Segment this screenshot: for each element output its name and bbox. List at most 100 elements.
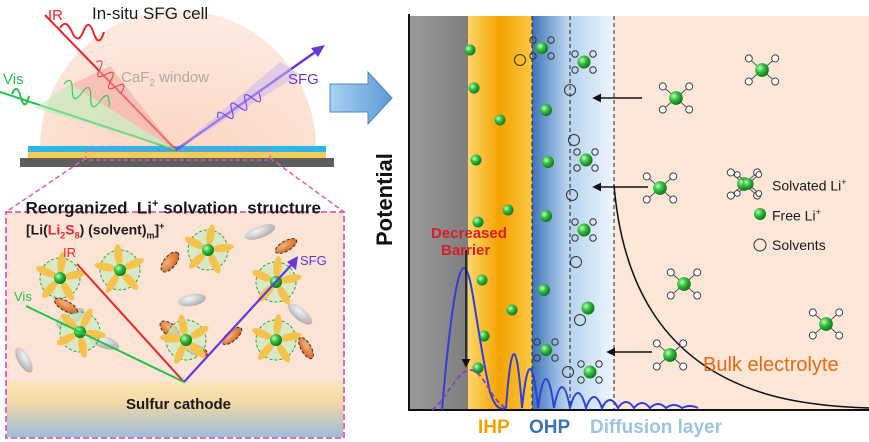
potential-decay-curve [613, 184, 869, 409]
solvent-icon [771, 77, 780, 86]
solvent-ligand [178, 314, 188, 337]
solvent-icon [685, 82, 694, 91]
solvent-ligand [273, 314, 282, 337]
solvent-ligand [252, 270, 273, 282]
window-label: CaF2 window [121, 70, 209, 89]
solvent-icon [574, 314, 586, 326]
solvent-ligand [277, 285, 290, 305]
solvent-icon [595, 360, 603, 368]
ihp-label: IHP [478, 417, 510, 438]
legend-free-text: Free Li [772, 207, 816, 224]
solvent-icon [564, 84, 576, 96]
li-ion-icon [540, 344, 552, 356]
structure-caption-prefix: Reorganized Li [25, 198, 153, 218]
solvent-ligand [36, 266, 57, 278]
li-ion-icon [54, 272, 66, 284]
solvent-ligand [122, 272, 138, 290]
ohp-label: OHP [529, 417, 571, 438]
migration-arrows [592, 93, 652, 357]
solvent-icon [652, 339, 661, 348]
solvent-icon [573, 148, 581, 156]
solvent-ligand [279, 332, 302, 342]
li-ion-icon [468, 82, 480, 94]
li-ion-icon [202, 244, 214, 256]
solvent-icon [533, 338, 541, 346]
solvent-ligand [123, 258, 144, 270]
formula-li: Li [47, 221, 61, 238]
solvent-icon [666, 268, 675, 277]
legend-solvated-sup: + [841, 177, 847, 187]
solvent-ligand [206, 224, 215, 247]
solvent-ligand [277, 343, 290, 363]
inset-molecules [15, 224, 314, 373]
li-ion-icon [472, 216, 484, 228]
zoom-connector-right [269, 157, 345, 213]
solvent-ligand [57, 252, 66, 275]
cathode-layer [28, 152, 326, 158]
inset-sfg-arrowhead [287, 256, 298, 270]
solvent-icon [642, 172, 651, 181]
substrate-label: Sulfur cathode [126, 396, 232, 413]
solvent-icon [755, 171, 763, 178]
li-ion-icon [180, 334, 192, 346]
formula-s: S [65, 221, 75, 238]
li-ion-icon [677, 277, 691, 291]
diffusion-layer-label: Diffusion layer [590, 417, 722, 438]
solvated-li-icon [733, 171, 763, 197]
solvent-ligand [56, 332, 77, 346]
solvent-molecule-icon [244, 224, 276, 240]
legend-free-sup: + [815, 207, 821, 217]
solvent-icon [808, 308, 817, 317]
solvent-icon [733, 171, 741, 178]
solvent-icon [573, 164, 581, 172]
ir-wave-icon [59, 22, 105, 42]
solvent-icon [589, 50, 597, 58]
solvent-icon [568, 134, 580, 146]
solvent-icon [669, 172, 678, 181]
inset-vis-beam [25, 305, 185, 383]
solvation-formula: [Li(Li2S8) (solvent)m]+ [26, 222, 164, 240]
li2s8-icon [274, 238, 298, 254]
solvent-ligand [78, 335, 87, 358]
solvent-ligand [60, 281, 74, 301]
li-ion-icon [819, 317, 833, 331]
solvent-icon [835, 331, 844, 340]
solvent-icon [771, 54, 780, 63]
structure-caption: Reorganized Li+ solvation structure [16, 182, 321, 217]
vis-wave-icon [11, 87, 30, 106]
sfg-arrowhead [311, 45, 325, 57]
solvent-icon [562, 366, 574, 378]
li-ion-icon [540, 104, 552, 116]
solvent-icon [533, 354, 541, 362]
zoom-connector-left [5, 157, 87, 213]
solvent-icon [642, 195, 651, 204]
potential-curve-oscillation [505, 353, 699, 412]
window-label-suffix: window [154, 69, 210, 86]
diffusion-layer-region [570, 16, 614, 410]
solvent-ligand [208, 253, 221, 274]
li-ion-icon [577, 223, 591, 237]
inset-ir-label: IR [63, 245, 76, 260]
formula-open: [Li( [26, 221, 48, 238]
solvent-ligand [188, 342, 206, 358]
window-label-prefix: CaF [121, 69, 150, 86]
inset-ir-beam [76, 263, 185, 383]
solvent-ligand [160, 334, 183, 343]
inset-vis-label: Vis [14, 289, 32, 304]
formula-li-sub: 2 [60, 230, 66, 241]
solvent-icon [744, 54, 753, 63]
li-ion-icon [583, 365, 597, 379]
li-ion-icon [502, 204, 514, 216]
legend-icons [733, 171, 767, 252]
solvent-ligand [258, 342, 274, 360]
solvent-icon [571, 218, 579, 226]
legend-solvated: Solvated Li+ [772, 178, 847, 193]
li2s8-icon [160, 251, 180, 273]
inset-solvation-view [5, 211, 345, 439]
solvent-icon [551, 354, 559, 362]
solvent-ligand [174, 343, 186, 364]
solvent-icon [733, 190, 741, 197]
structure-caption-suffix: solvation structure [158, 198, 321, 218]
vis-label: Vis [3, 71, 24, 88]
zoom-region [85, 149, 271, 161]
